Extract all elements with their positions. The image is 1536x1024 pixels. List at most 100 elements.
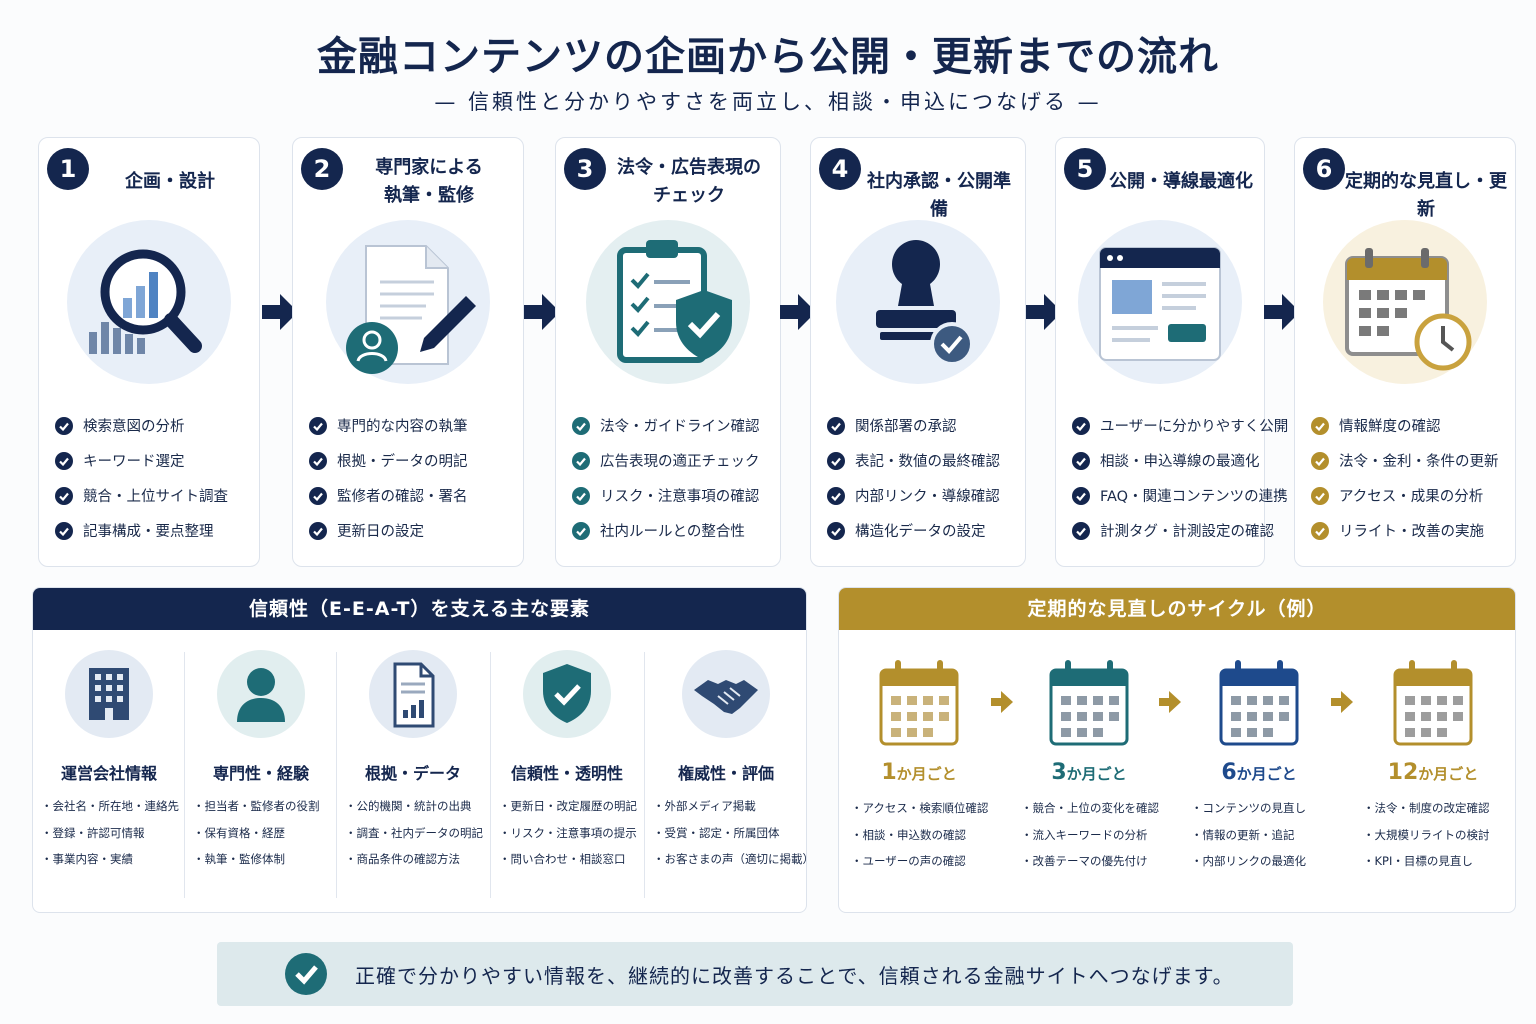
- list-item: 公的機関・統計の出典: [345, 798, 483, 825]
- step-number: 3: [564, 148, 606, 190]
- list-item: 計測タグ・計測設定の確認: [1072, 513, 1274, 548]
- arrow-right-icon: [991, 691, 1013, 713]
- list-item: 保有資格・経歴: [193, 825, 320, 852]
- list-item: KPI・目標の見直し: [1363, 853, 1490, 880]
- page-title: 金融コンテンツの企画から公開・更新までの流れ: [317, 34, 1219, 80]
- cycle-interval: 3か月ごと: [1051, 760, 1127, 785]
- check-icon: [1072, 521, 1090, 540]
- check-icon: [1311, 486, 1329, 505]
- list-item: 専門的な内容の執筆: [309, 408, 519, 443]
- eeat-column: 権威性・評価 外部メディア掲載 受賞・認定・所属団体 お客さまの声（適切に掲載）: [645, 650, 807, 896]
- check-icon: [55, 486, 73, 505]
- list-item: ユーザーに分かりやすく公開: [1072, 408, 1288, 443]
- calendar-clock-icon: [1323, 220, 1487, 384]
- person-icon: [217, 650, 305, 738]
- cycle-interval: 12か月ごと: [1387, 760, 1479, 785]
- list-item: 根拠・データの明記: [309, 443, 519, 478]
- eeat-name: 根拠・データ: [364, 764, 461, 783]
- list-item: 問い合わせ・相談窓口: [499, 851, 637, 878]
- eeat-name: 権威性・評価: [677, 764, 774, 783]
- list-item: リライト・改善の実施: [1311, 513, 1511, 548]
- list-item: 法令・ガイドライン確認: [572, 408, 776, 443]
- step-title: 企画・設計: [125, 171, 215, 192]
- magnifier-chart-icon: [67, 220, 231, 384]
- check-icon: [309, 486, 327, 505]
- list-item: 事業内容・実績: [41, 851, 179, 878]
- eeat-column: 専門性・経験 担当者・監修者の役割 保有資格・経歴 執筆・監修体制: [185, 650, 337, 896]
- list-item: 担当者・監修者の役割: [193, 798, 320, 825]
- browser-window-icon: [1078, 220, 1242, 384]
- arrow-right-icon: [1026, 294, 1062, 330]
- arrow-right-icon: [1264, 294, 1300, 330]
- cycle-column: 12か月ごと 法令・制度の改定確認 大規模リライトの検討 KPI・目標の見直し: [1351, 658, 1515, 898]
- step-title: 社内承認・公開準備: [867, 171, 1011, 220]
- list-item: 関係部署の承認: [827, 408, 1021, 443]
- list-item: 記事構成・要点整理: [55, 513, 255, 548]
- list-item: 法令・制度の改定確認: [1363, 800, 1490, 827]
- list-item: お客さまの声（適切に掲載）: [653, 851, 807, 878]
- list-item: アクセス・検索順位確認: [851, 800, 989, 827]
- step-number: 1: [47, 148, 89, 190]
- eeat-column: 信頼性・透明性 更新日・改定履歴の明記 リスク・注意事項の提示 問い合わせ・相談…: [491, 650, 643, 896]
- list-item: 流入キーワードの分析: [1021, 827, 1159, 854]
- check-icon: [572, 451, 590, 470]
- list-item: 執筆・監修体制: [193, 851, 320, 878]
- check-icon: [1072, 416, 1090, 435]
- calendar-icon: [1391, 658, 1475, 748]
- divider: [644, 652, 645, 898]
- arrow-right-icon: [262, 294, 298, 330]
- eeat-name: 運営会社情報: [60, 764, 157, 783]
- check-icon: [309, 451, 327, 470]
- step-title: 公開・導線最適化: [1109, 171, 1253, 192]
- list-item: 構造化データの設定: [827, 513, 1021, 548]
- list-item: 情報の更新・追記: [1191, 827, 1306, 854]
- list-item: 監修者の確認・署名: [309, 478, 519, 513]
- check-icon: [1311, 521, 1329, 540]
- check-icon: [55, 521, 73, 540]
- list-item: 更新日の設定: [309, 513, 519, 548]
- check-icon: [309, 521, 327, 540]
- check-icon: [309, 416, 327, 435]
- arrow-right-icon: [524, 294, 560, 330]
- list-item: 商品条件の確認方法: [345, 851, 483, 878]
- step-card-6: 6 定期的な見直し・更新 情報鮮度の確認 法令・金利・条件の更新 アクセス・成果…: [1294, 137, 1516, 567]
- divider: [336, 652, 337, 898]
- step-title: 法令・広告表現の チェック: [617, 157, 761, 206]
- list-item: ユーザーの声の確認: [851, 853, 988, 880]
- divider: [490, 652, 491, 898]
- check-icon: [827, 416, 845, 435]
- list-item: 競合・上位の変化を確認: [1021, 800, 1160, 827]
- check-icon: [1311, 416, 1329, 435]
- eeat-column: 根拠・データ 公的機関・統計の出典 調査・社内データの明記 商品条件の確認方法: [337, 650, 489, 896]
- document-pen-icon: [326, 220, 490, 384]
- step-number: 4: [819, 148, 861, 190]
- arrow-right-icon: [780, 294, 816, 330]
- eeat-name: 専門性・経験: [212, 764, 309, 783]
- arrow-right-icon: [1331, 691, 1353, 713]
- list-item: 会社名・所在地・連絡先: [41, 798, 180, 825]
- check-icon: [827, 451, 845, 470]
- list-item: 情報鮮度の確認: [1311, 408, 1511, 443]
- list-item: 受賞・認定・所属団体: [653, 825, 806, 852]
- step-card-2: 2 専門家による 執筆・監修 専門的な内容の執筆 根拠・データの明記 監修者の確…: [292, 137, 524, 567]
- cycle-column: 3か月ごと 競合・上位の変化を確認 流入キーワードの分析 改善テーマの優先付け: [1009, 658, 1169, 898]
- step-card-5: 5 公開・導線最適化 ユーザーに分かりやすく公開 相談・申込導線の最適化 FAQ…: [1055, 137, 1288, 567]
- clipboard-shield-icon: [586, 220, 750, 384]
- check-icon: [1311, 451, 1329, 470]
- shield-check-icon: [523, 650, 611, 738]
- arrow-right-icon: [1159, 691, 1181, 713]
- check-icon: [55, 451, 73, 470]
- list-item: 社内ルールとの整合性: [572, 513, 776, 548]
- handshake-icon: [682, 650, 770, 738]
- eeat-heading: 信頼性（E-E-A-T）を支える主な要素: [33, 588, 806, 630]
- list-item: 広告表現の適正チェック: [572, 443, 776, 478]
- check-icon: [572, 521, 590, 540]
- list-item: 検索意図の分析: [55, 408, 255, 443]
- list-item: 内部リンクの最適化: [1191, 853, 1307, 880]
- cycle-column: 6か月ごと コンテンツの見直し 情報の更新・追記 内部リンクの最適化: [1179, 658, 1339, 898]
- list-item: 更新日・改定履歴の明記: [499, 798, 638, 825]
- cycle-interval: 6か月ごと: [1221, 760, 1297, 785]
- list-item: 改善テーマの優先付け: [1021, 853, 1159, 880]
- list-item: コンテンツの見直し: [1191, 800, 1307, 827]
- step-card-3: 3 法令・広告表現の チェック 法令・ガイドライン確認 広告表現の適正チェック …: [555, 137, 781, 567]
